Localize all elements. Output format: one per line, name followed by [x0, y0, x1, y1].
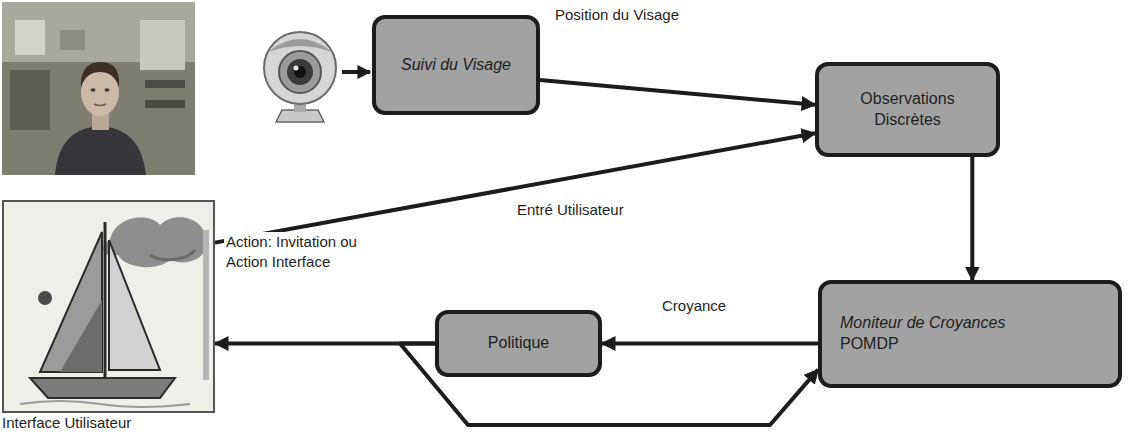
edge-label: Position du Visage — [553, 5, 681, 25]
flow-arrow — [540, 80, 815, 105]
process-box: Suivi du Visage — [372, 15, 540, 115]
edge-label: Croyance — [660, 296, 728, 316]
camera-arrow — [342, 70, 370, 74]
node-text: Moniteur de Croyances — [840, 313, 1005, 334]
flow-arrow — [970, 157, 974, 280]
node-text: POMDP — [840, 334, 899, 355]
camera-photo — [2, 2, 195, 175]
node-text: Politique — [488, 333, 549, 354]
process-box: Moniteur de CroyancesPOMDP — [818, 280, 1122, 388]
process-box: Observations Discrètes — [815, 62, 1000, 157]
interface-frame: Interface Utilisateur — [2, 200, 215, 413]
node-text: Suivi du Visage — [401, 55, 511, 76]
sailboat-screen — [2, 200, 215, 413]
node-text: Observations Discrètes — [845, 89, 970, 131]
edge-label: Entré Utilisateur — [515, 200, 626, 220]
flow-arrow — [602, 342, 818, 346]
flow-arrow — [215, 133, 815, 242]
node-caption: Interface Utilisateur — [2, 414, 131, 432]
webcam-icon — [264, 32, 336, 122]
process-box: Politique — [435, 310, 602, 377]
edge-label: Action: Invitation ou Action Interface — [224, 232, 363, 271]
